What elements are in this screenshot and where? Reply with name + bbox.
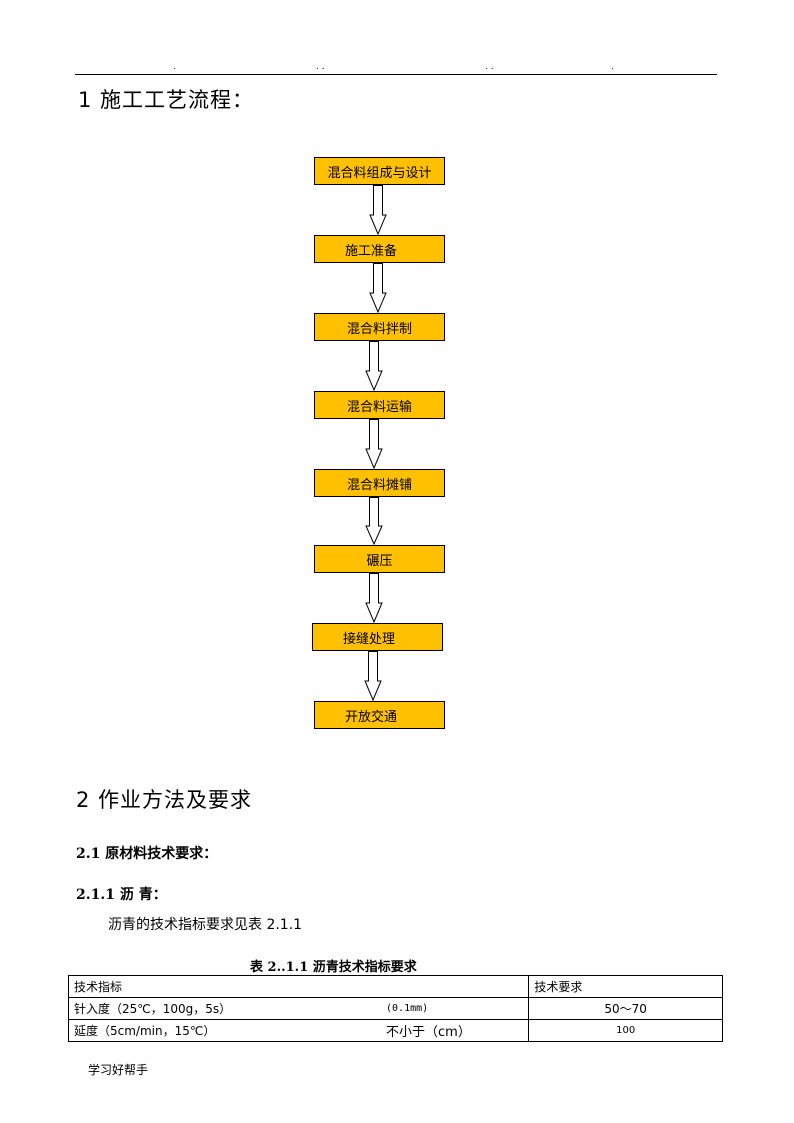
table-header-cell: 技术指标 <box>67 975 530 998</box>
flow-arrow-down-icon <box>369 185 387 235</box>
table-cell: 针入度（25℃，100g，5s） <box>68 997 382 1020</box>
table-row: 延度（5cm/min，15℃） 不小于（cm） 100 <box>68 1019 723 1042</box>
flow-step-transport: 混合料运输 <box>314 391 445 419</box>
table-cell: (0.1mm) <box>381 997 530 1020</box>
table-cell: 100 <box>528 1019 723 1042</box>
section-2-title: 2 作业方法及要求 <box>76 788 253 812</box>
flow-step-paving: 混合料摊铺 <box>314 469 445 497</box>
table-cell: 不小于（cm） <box>381 1019 530 1042</box>
flow-step-compaction: 碾压 <box>314 545 445 573</box>
header-mark: . . <box>485 62 494 72</box>
flow-arrow-down-icon <box>369 263 387 313</box>
flow-arrow-down-icon <box>365 419 383 469</box>
subsection-2-1-title: 2.1 原材料技术要求： <box>76 846 218 862</box>
table-caption: 表 2..1.1 沥青技术指标要求 <box>250 960 417 975</box>
asphalt-spec-table: 技术指标 技术要求 针入度（25℃，100g，5s） (0.1mm) 50～70… <box>67 975 723 1042</box>
footer-text: 学习好帮手 <box>88 1063 149 1077</box>
header-rule <box>75 74 717 75</box>
table-header-cell: 技术要求 <box>528 975 723 998</box>
header-mark: . . <box>316 62 325 72</box>
table-row: 针入度（25℃，100g，5s） (0.1mm) 50～70 <box>68 997 723 1020</box>
header-mark: . <box>611 62 614 72</box>
body-paragraph: 沥青的技术指标要求见表 2.1.1 <box>108 917 303 933</box>
flow-arrow-down-icon <box>365 341 383 391</box>
flow-arrow-down-icon <box>365 573 383 623</box>
flow-step-mix-design: 混合料组成与设计 <box>314 157 445 185</box>
flow-step-joint-treatment: 接缝处理 <box>312 623 443 651</box>
table-cell: 50～70 <box>528 997 723 1020</box>
table-cell: 延度（5cm/min，15℃） <box>68 1019 382 1042</box>
subsection-2-1-1-title: 2.1.1 沥 青： <box>76 887 167 903</box>
flow-step-mixing: 混合料拌制 <box>314 313 445 341</box>
header-mark: . <box>173 62 176 72</box>
flow-arrow-down-icon <box>365 497 383 545</box>
table-header-row: 技术指标 技术要求 <box>67 975 723 998</box>
flow-step-open-traffic: 开放交通 <box>314 701 445 729</box>
section-1-title: 1 施工工艺流程： <box>78 88 255 112</box>
flow-step-preparation: 施工准备 <box>314 235 445 263</box>
flow-arrow-down-icon <box>364 651 382 701</box>
